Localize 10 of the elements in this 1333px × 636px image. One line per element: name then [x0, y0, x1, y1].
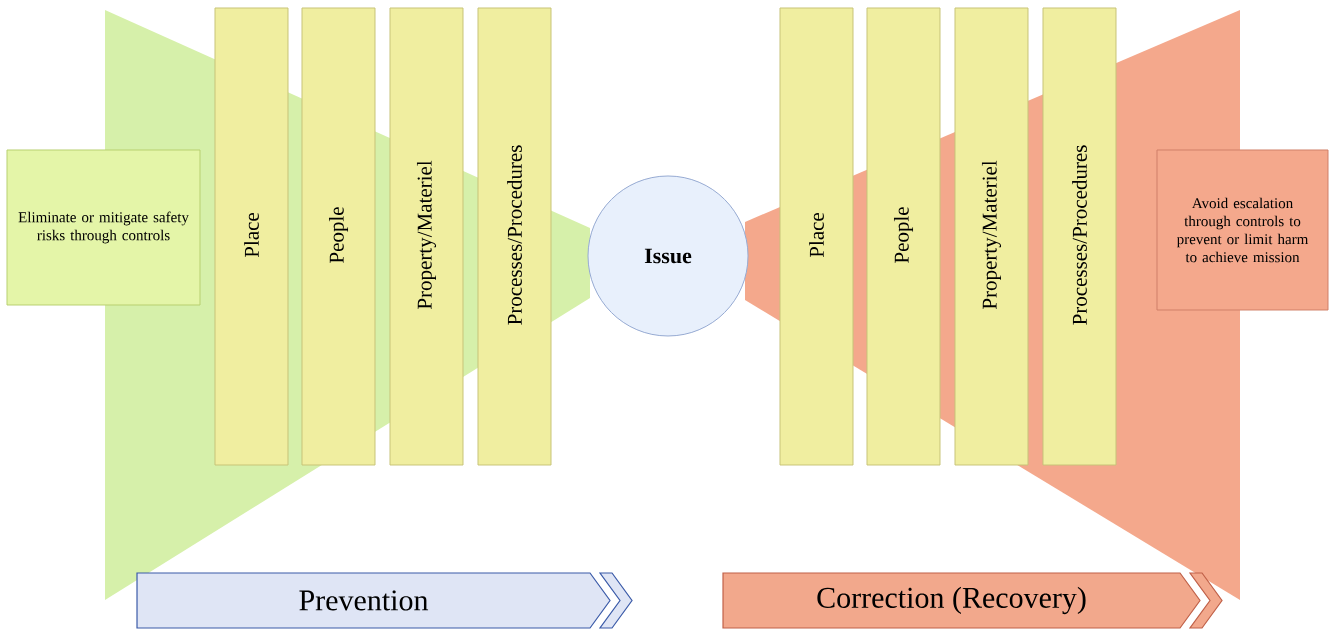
control-bar: Place	[214, 7, 289, 466]
control-bar: Place	[779, 7, 854, 466]
text-box: Avoid escalation through controls to prevent or limit harm to achieve mission	[1156, 149, 1329, 311]
control-bar: Property/Materiel	[954, 7, 1029, 466]
control-bar: People	[866, 7, 941, 466]
control-bar: Property/Materiel	[389, 7, 464, 466]
control-bar: People	[301, 7, 376, 466]
control-bar: Processes/Procedures	[1042, 7, 1117, 466]
text-box: Eliminate or mitigate safety risks through controls	[6, 149, 201, 306]
control-bar: Processes/Procedures	[477, 7, 552, 466]
